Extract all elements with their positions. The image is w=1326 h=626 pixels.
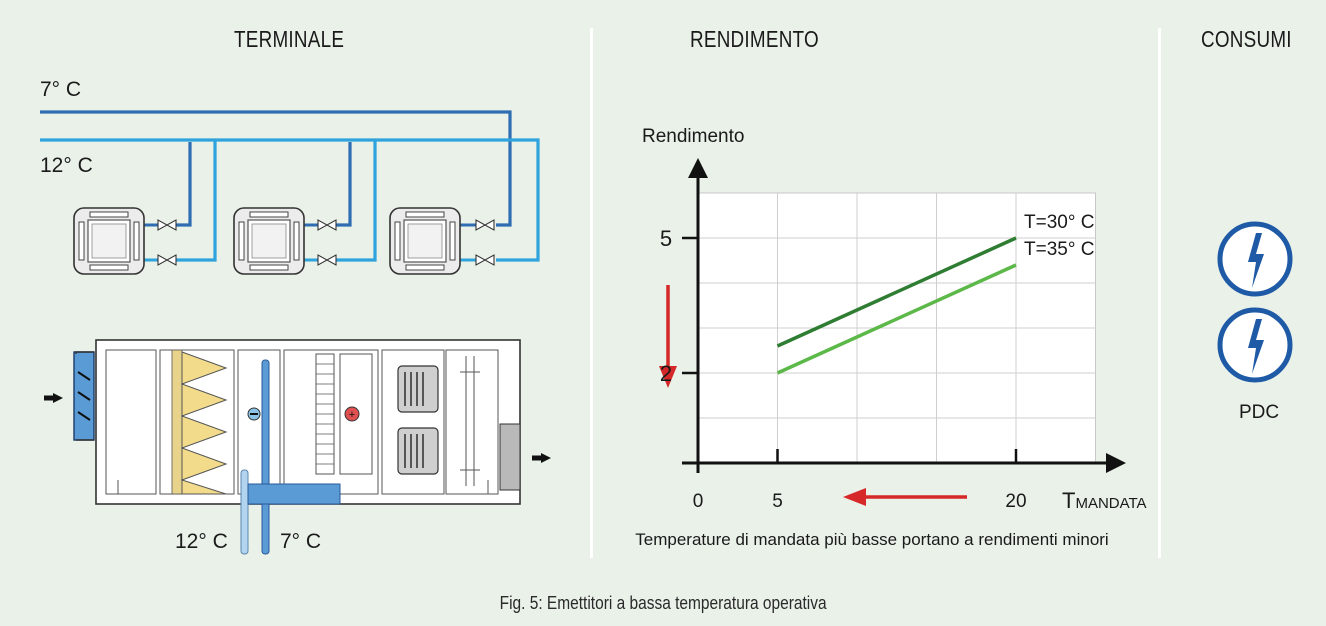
- cassette-unit-3: [389, 207, 461, 275]
- chart-y-axis-label: Rendimento: [642, 126, 744, 147]
- chart-series-label: T=35° C: [1024, 239, 1094, 260]
- chart-x-tick-label: 0: [693, 491, 704, 512]
- lightning-bolt-icon: [1217, 307, 1293, 383]
- title-rendimento: RENDIMENTO: [690, 26, 819, 52]
- chart-gridlines: [698, 193, 1096, 463]
- chart-series-line: [776, 236, 1017, 348]
- chart-trend-arrowhead-left: [843, 488, 866, 506]
- lightning-bolt-icon: [1217, 221, 1293, 297]
- chart-axes: [682, 158, 1126, 473]
- chart-y-tick-label: 2: [660, 361, 672, 386]
- chart-y-tick-label: 5: [660, 226, 672, 251]
- return-pipe-network: [40, 138, 540, 262]
- chart-y-axis-arrowhead: [688, 158, 708, 178]
- valve-icon: [157, 219, 495, 266]
- return-temp-label: 12° C: [40, 154, 93, 177]
- chart-series-label: T=30° C: [1024, 212, 1094, 233]
- svg-text:+: +: [349, 409, 355, 421]
- supply-pipe-network: [40, 110, 512, 227]
- chart-x-axis-label: TMANDATA: [1062, 488, 1147, 513]
- cassette-unit-1: [73, 207, 145, 275]
- chart-x-axis-label-main: T: [1062, 488, 1075, 513]
- chart-x-axis-arrowhead: [1106, 453, 1126, 473]
- chart-ticks: 0 5 20 5 2: [660, 226, 1027, 512]
- chart-series-group: T=30° C T=35° C: [659, 212, 1094, 506]
- ahu-supply-temp-label: 7° C: [280, 530, 321, 553]
- chart-x-tick-label: 20: [1005, 491, 1026, 512]
- chart-trend-arrowhead-down: [659, 366, 677, 388]
- pdc-label: PDC: [1239, 402, 1279, 423]
- chart-annotation: Temperature di mandata più basse portano…: [635, 530, 1108, 549]
- ahu-return-temp-label: 12° C: [175, 530, 228, 553]
- column-divider-2: [1158, 28, 1161, 558]
- chart-x-tick-label: 5: [772, 491, 783, 512]
- figure-caption: Fig. 5: Emettitori a bassa temperatura o…: [499, 593, 827, 613]
- chart-series-line: [776, 263, 1017, 375]
- title-terminale: TERMINALE: [234, 26, 345, 52]
- air-handling-unit: +: [44, 339, 551, 555]
- chart-x-axis-label-sub: MANDATA: [1075, 495, 1146, 512]
- cassette-unit-2: [233, 207, 305, 275]
- title-consumi: CONSUMI: [1201, 26, 1292, 52]
- efficiency-chart: T=30° C T=35° C 0 5 20 5 2 Rendimento TMANDAT…: [635, 126, 1146, 549]
- column-divider-1: [590, 28, 593, 558]
- supply-temp-label: 7° C: [40, 78, 81, 101]
